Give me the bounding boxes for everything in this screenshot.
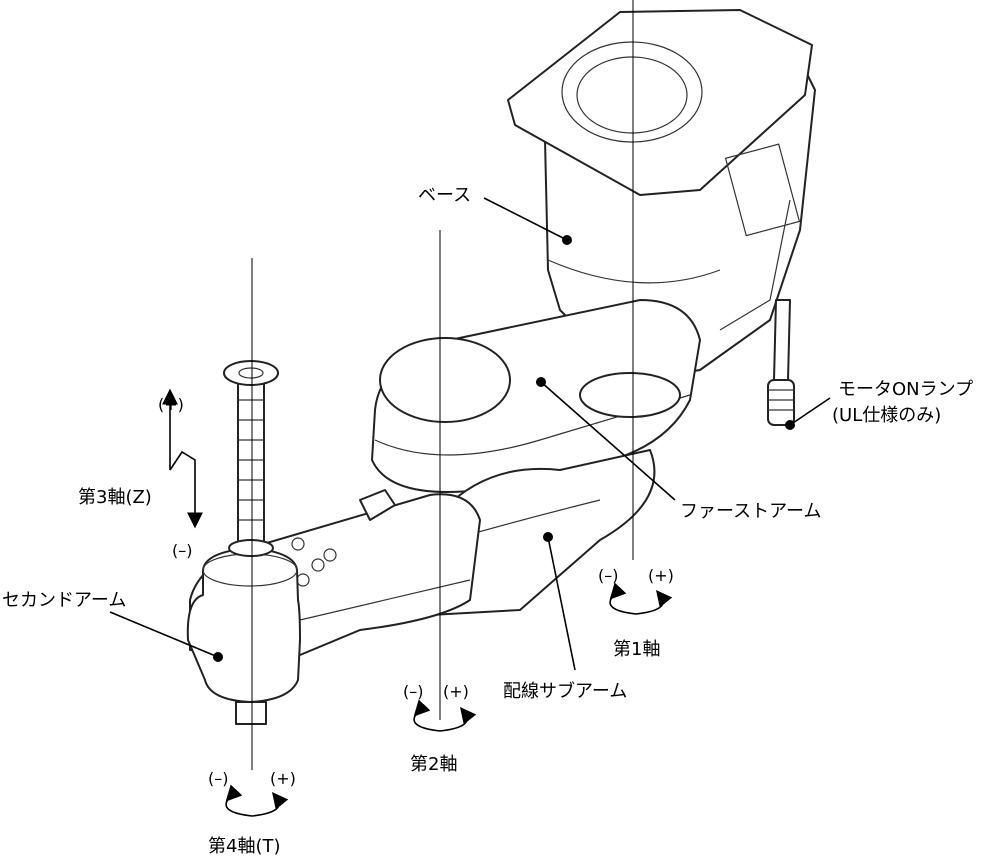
robot-base [507, 9, 816, 381]
axis3-linear-arrow-icon [162, 388, 203, 529]
axis2-label: 第2軸 [410, 754, 457, 775]
axis4-minus: (–) [208, 769, 228, 788]
axis2-minus: (–) [403, 682, 423, 701]
axis1-rotation-arrow-icon [609, 582, 673, 615]
axis4-plus: (+) [270, 769, 296, 788]
axis2-plus: (+) [443, 682, 469, 701]
axis1-plus: (+) [648, 566, 674, 585]
axis3-label: 第3軸(Z) [78, 487, 152, 508]
axis3-minus: (–) [172, 541, 192, 560]
axis1-minus: (–) [598, 566, 618, 585]
axis3-plus: (+) [158, 395, 184, 414]
axis4-rotation-arrow-icon [225, 784, 289, 817]
label-motor-lamp-note: (UL仕様のみ) [832, 405, 941, 426]
robot-spline-shaft [186, 360, 301, 725]
motor-on-lamp [767, 299, 795, 426]
leader-lines [109, 197, 831, 671]
axis2-rotation-arrow-icon [413, 699, 477, 732]
label-motor-lamp: モータONランプ [838, 379, 973, 400]
axis4-label: 第4軸(T) [208, 836, 281, 856]
label-second-arm: セカンドアーム [2, 590, 126, 611]
label-base: ベース [418, 185, 471, 206]
axis1-label: 第1軸 [613, 639, 660, 660]
robot-first-arm [371, 299, 701, 493]
label-wiring-sub-arm: 配線サブアーム [503, 680, 627, 702]
label-first-arm: ファーストアーム [680, 501, 821, 522]
